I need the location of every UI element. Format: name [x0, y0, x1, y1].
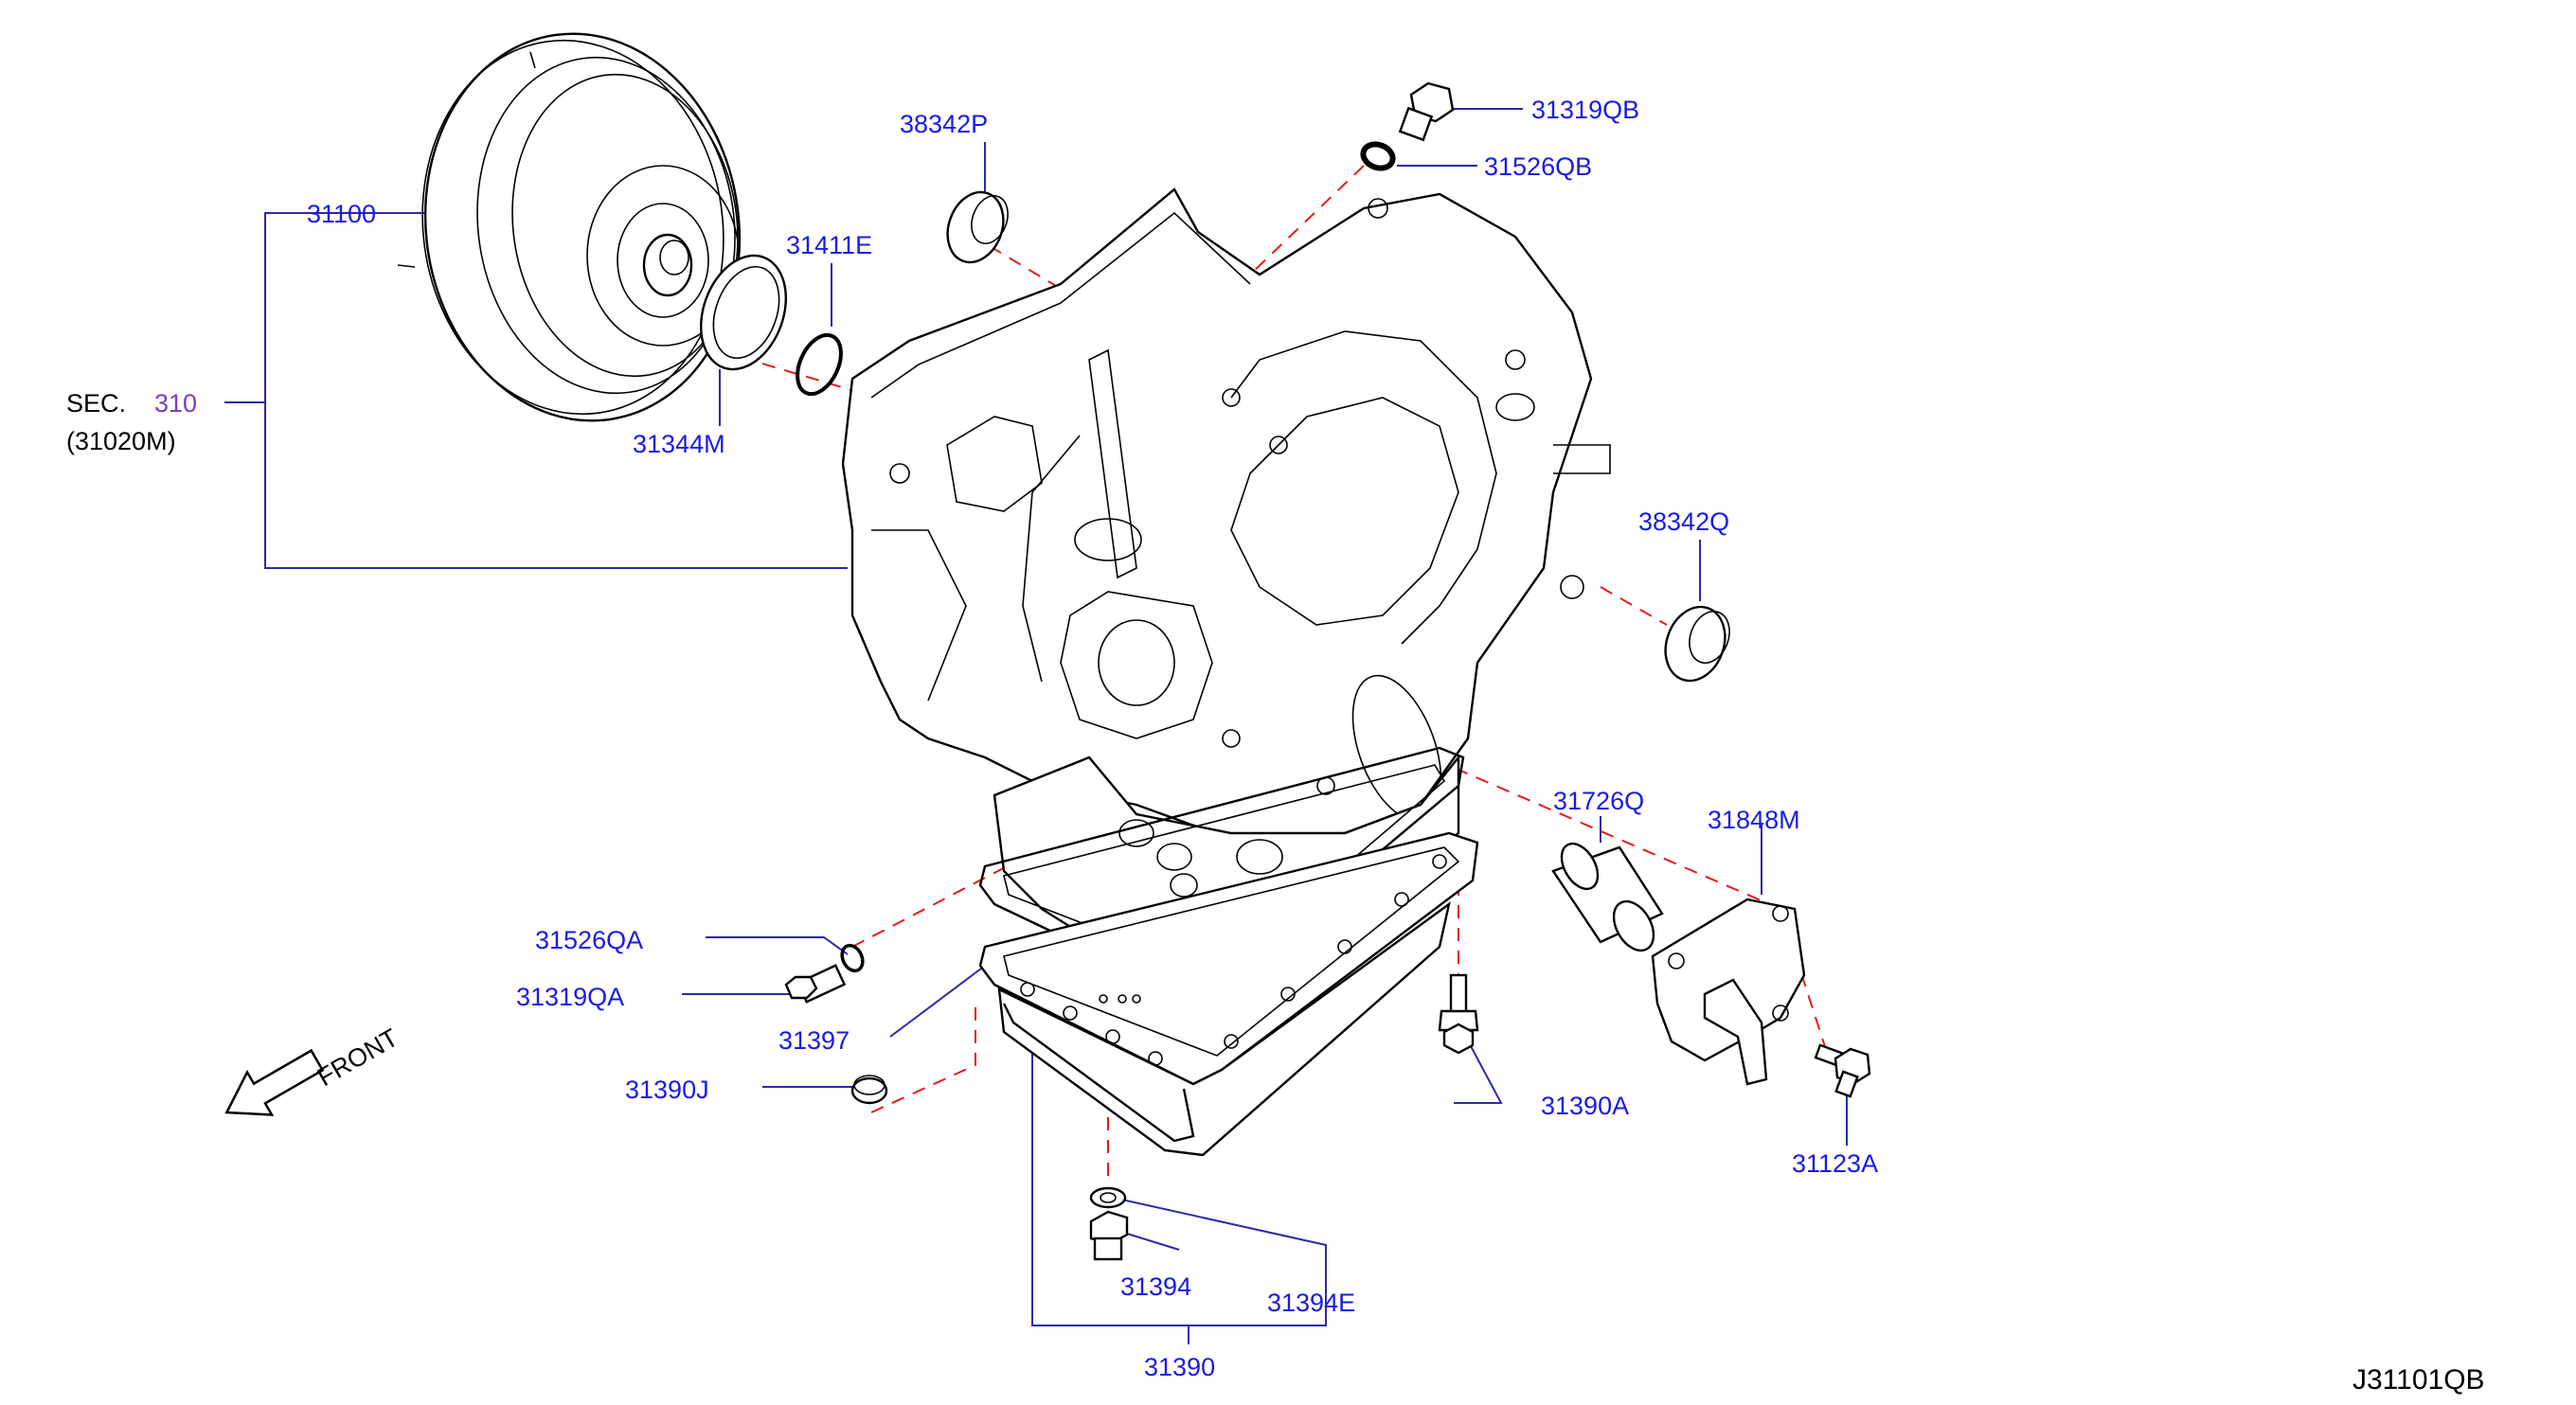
bolt-31319qa — [784, 964, 847, 1004]
section-ref-number: 310 — [154, 389, 197, 418]
section-ref-sub: (31020M) — [66, 427, 176, 455]
section-ref-prefix: SEC. — [66, 389, 126, 418]
part-label-31344m: 31344M — [633, 430, 725, 458]
part-label-31411e: 31411E — [786, 231, 872, 259]
part-label-31394: 31394 — [1120, 1272, 1191, 1301]
o-ring-31526qa — [840, 943, 865, 973]
part-label-31397: 31397 — [778, 1026, 850, 1055]
torque-converter — [397, 32, 742, 422]
part-label-31319qa: 31319QA — [516, 983, 624, 1011]
part-label-31123a: 31123A — [1792, 1149, 1878, 1178]
part-label-31726q: 31726Q — [1553, 787, 1644, 815]
transmission-case — [841, 187, 1611, 987]
front-arrow-icon — [224, 1048, 325, 1116]
part-label-31390a: 31390A — [1541, 1092, 1629, 1120]
oil-pan-31390 — [978, 831, 1479, 1157]
part-label-31526qa: 31526QA — [535, 926, 643, 954]
part-label-38342q: 38342Q — [1638, 507, 1729, 536]
filter-31726q — [1551, 842, 1664, 952]
part-label-31848m: 31848M — [1708, 806, 1800, 834]
cover-31848m — [1651, 898, 1806, 1086]
o-ring-31526qb — [1360, 141, 1396, 171]
washer-31394e — [1089, 1186, 1127, 1209]
drain-plug-31394 — [1089, 1210, 1129, 1261]
part-label-31319qb: 31319QB — [1531, 96, 1639, 124]
o-ring-31411e — [796, 332, 843, 397]
part-label-31526qb: 31526QB — [1484, 152, 1592, 181]
part-label-31390: 31390 — [1144, 1353, 1215, 1381]
labels: 31100 31411E 31344M 38342P 31319QB 31526… — [66, 96, 2485, 1396]
diagram-code: J31101QB — [2352, 1364, 2485, 1396]
bolt-31319qb — [1398, 81, 1455, 142]
part-label-38342p: 38342P — [900, 110, 988, 138]
part-label-31394e: 31394E — [1267, 1289, 1355, 1317]
front-label: FRONT — [313, 1023, 403, 1092]
bolt-31123a — [1814, 1043, 1871, 1098]
leader-lines — [224, 108, 1848, 1344]
part-label-31100: 31100 — [307, 200, 376, 228]
seal-38342p — [946, 190, 1009, 264]
part-label-31390j: 31390J — [625, 1076, 709, 1104]
seal-38342q — [1664, 605, 1730, 683]
bolt-31390a — [1438, 973, 1479, 1055]
plug-31390j — [850, 1075, 888, 1105]
seal-31344m — [699, 254, 788, 371]
